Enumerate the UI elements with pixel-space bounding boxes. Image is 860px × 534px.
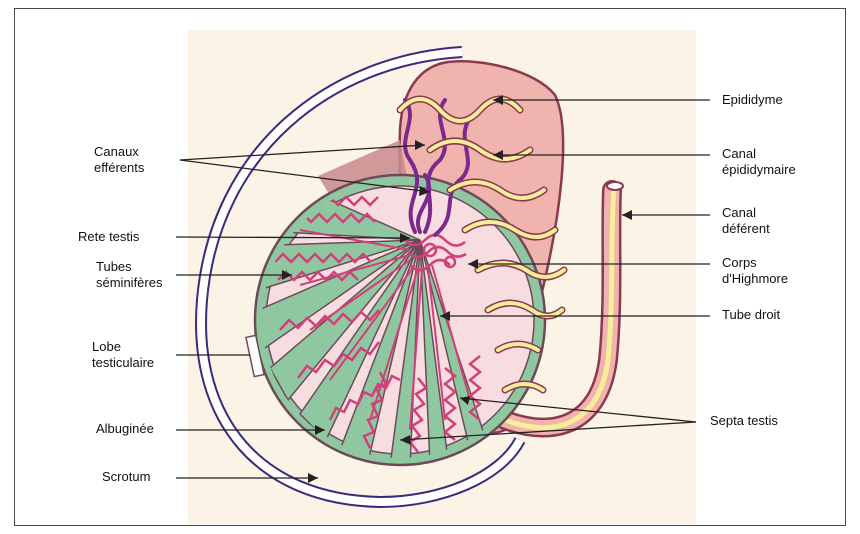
label-canal-deferent: Canal déférent [722, 205, 770, 237]
label-corps-line2: d'Highmore [722, 271, 788, 287]
label-scrotum: Scrotum [102, 469, 150, 485]
label-septa-testis: Septa testis [710, 413, 778, 429]
label-rete-testis: Rete testis [78, 229, 139, 245]
label-lobe-testiculaire: Lobe testiculaire [92, 339, 154, 371]
label-corps-highmore: Corps d'Highmore [722, 255, 788, 287]
label-lobe-line2: testiculaire [92, 355, 154, 371]
label-albuginee: Albuginée [96, 421, 154, 437]
label-tube-droit: Tube droit [722, 307, 780, 323]
label-canal-epid-line2: épididymaire [722, 162, 796, 178]
label-corps-line1: Corps [722, 255, 788, 271]
label-canal-epididymaire: Canal épididymaire [722, 146, 796, 178]
label-canal-epid-line1: Canal [722, 146, 796, 162]
label-lobe-line1: Lobe [92, 339, 154, 355]
label-canal-def-line1: Canal [722, 205, 770, 221]
label-epididyme: Epididyme [722, 92, 783, 108]
label-tubes-line1: Tubes [96, 259, 162, 275]
label-canaux-efferents: Canaux efférents [94, 144, 144, 176]
label-canaux-efferents-line1: Canaux [94, 144, 144, 160]
label-tubes-seminiferes: Tubes séminifères [96, 259, 162, 291]
label-tubes-line2: séminifères [96, 275, 162, 291]
label-canaux-efferents-line2: efférents [94, 160, 144, 176]
label-canal-def-line2: déférent [722, 221, 770, 237]
